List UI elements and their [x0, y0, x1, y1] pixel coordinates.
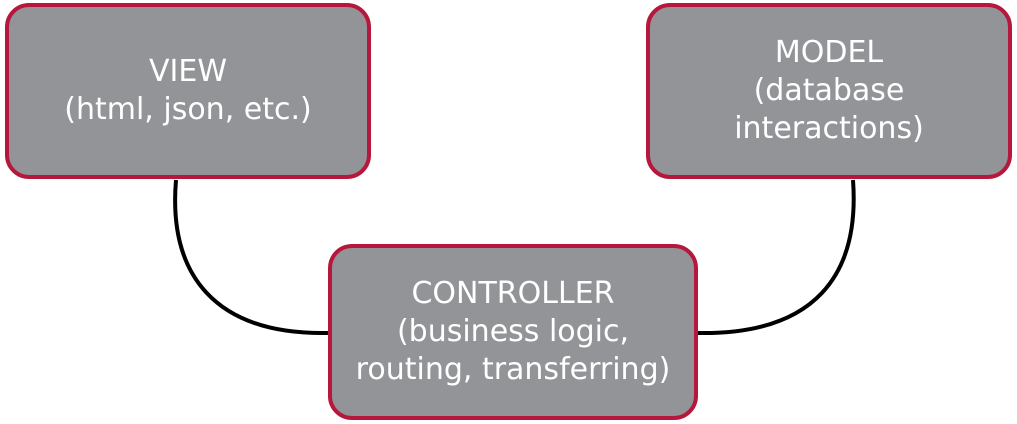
- view-node: VIEW (html, json, etc.): [5, 3, 371, 179]
- view-description-line-1: (html, json, etc.): [64, 92, 312, 127]
- controller-description-line-1: (business logic,: [396, 314, 630, 349]
- model-title: MODEL: [774, 35, 884, 70]
- controller-title: CONTROLLER: [411, 276, 615, 311]
- view-title: VIEW: [149, 54, 227, 89]
- connector-view-controller: [173, 179, 329, 336]
- controller-node: CONTROLLER (business logic, routing, tra…: [328, 244, 698, 420]
- model-description-line-2: interactions): [734, 111, 924, 146]
- model-description-line-1: (database: [753, 73, 905, 108]
- connector-model-controller: [697, 179, 856, 336]
- controller-description-line-2: routing, transferring): [355, 352, 671, 387]
- model-node: MODEL (database interactions): [646, 3, 1012, 179]
